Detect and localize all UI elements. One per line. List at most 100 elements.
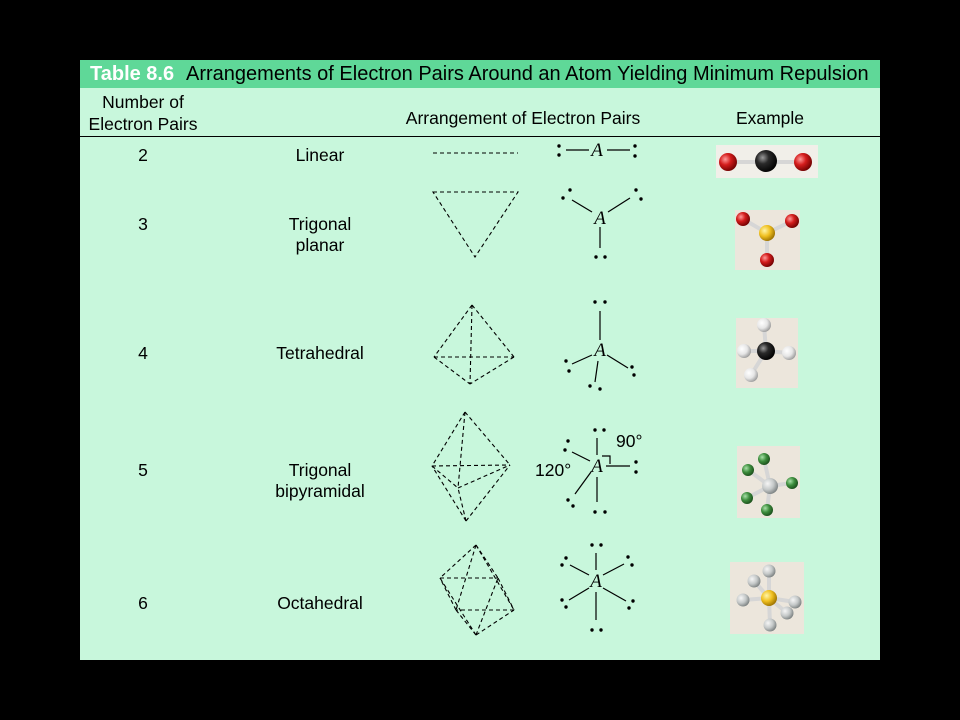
- header-example: Example: [735, 108, 805, 128]
- dashed-edge: [464, 411, 511, 466]
- lone-pair-dot: [603, 255, 607, 259]
- dashed-edge: [475, 609, 515, 636]
- dashed-edge: [433, 356, 471, 385]
- row-name: Trigonal: [288, 460, 352, 480]
- bond-line: [574, 471, 592, 495]
- trigonal-planar-arrangement-diagram: [431, 191, 520, 259]
- row-count: 6: [138, 593, 148, 613]
- dashed-edge: [457, 464, 511, 489]
- lone-pair-dot: [560, 598, 564, 602]
- dashed-edge: [475, 544, 499, 579]
- model-atom-grey: [788, 595, 802, 609]
- trigonal-planar-model-icon: [735, 210, 800, 270]
- model-atom-grey: [763, 618, 777, 632]
- header-arrangement: Arrangement of Electron Pairs: [405, 108, 641, 128]
- lone-pair-dot: [588, 384, 592, 388]
- model-atom-grey: [762, 478, 778, 494]
- dashed-edge: [457, 411, 466, 489]
- header-count-line-2: Electron Pairs: [88, 114, 198, 134]
- linear-model-icon: [716, 145, 818, 178]
- table-number: Table 8.6: [90, 63, 175, 85]
- trigonal-bipyramidal-arrangement-diagram: [431, 411, 511, 522]
- model-atom-green: [786, 477, 798, 489]
- lone-pair-dot: [603, 300, 607, 304]
- trigonal-bipyramidal-lewis-diagram: A 90° 120°: [535, 428, 642, 514]
- dashed-edge: [439, 544, 477, 579]
- model-atom-green: [758, 453, 770, 465]
- row-name: planar: [295, 235, 345, 255]
- lone-pair-dot: [599, 628, 603, 632]
- dashed-edge: [431, 464, 511, 467]
- bond-line: [594, 360, 599, 383]
- lone-pair-dot: [590, 628, 594, 632]
- dashed-edge: [439, 577, 457, 611]
- bond-line: [568, 587, 590, 601]
- model-atom-red: [785, 214, 799, 228]
- model-atom-yellow: [759, 225, 775, 241]
- central-atom-label: A: [592, 340, 606, 361]
- model-atom-black: [755, 150, 777, 172]
- lone-pair-dot: [563, 448, 567, 452]
- lone-pair-dot: [631, 599, 635, 603]
- row-count: 2: [138, 145, 148, 165]
- bond-line: [602, 563, 625, 576]
- model-atom-red: [794, 153, 812, 171]
- linear-lewis-diagram: A: [557, 140, 637, 161]
- lone-pair-dot: [561, 196, 565, 200]
- lone-pair-dot: [593, 510, 597, 514]
- right-angle-marker: [602, 455, 611, 464]
- lone-pair-dot: [603, 510, 607, 514]
- model-atom-grey: [780, 606, 794, 620]
- lone-pair-dot: [571, 504, 575, 508]
- lone-pair-dot: [633, 144, 637, 148]
- model-atom-red: [719, 153, 737, 171]
- row-count: 3: [138, 214, 148, 234]
- trigonal-bipyramidal-model-icon: [737, 446, 800, 518]
- lone-pair-dot: [560, 563, 564, 567]
- bond-line: [571, 199, 593, 213]
- dashed-edge: [475, 577, 499, 636]
- bond-line: [569, 564, 590, 576]
- lone-pair-dot: [567, 369, 571, 373]
- model-atom-red: [736, 212, 750, 226]
- model-atom-green: [761, 504, 773, 516]
- lone-pair-dot: [593, 428, 597, 432]
- central-atom-label: A: [589, 456, 603, 477]
- table-title: Arrangements of Electron Pairs Around an…: [186, 63, 869, 85]
- lone-pair-dot: [599, 543, 603, 547]
- row-name: Linear: [295, 145, 345, 165]
- model-atom-black: [757, 342, 775, 360]
- row-name: bipyramidal: [275, 481, 365, 501]
- dashed-edge: [439, 577, 477, 636]
- row-count: 4: [138, 343, 148, 363]
- lone-pair-dot: [634, 470, 638, 474]
- lone-pair-dot: [626, 555, 630, 559]
- lone-pair-dot: [594, 255, 598, 259]
- dashed-edge: [475, 544, 515, 611]
- lone-pair-dot: [598, 387, 602, 391]
- central-atom-label: A: [588, 571, 602, 592]
- central-atom-label: A: [592, 208, 606, 229]
- lone-pair-dot: [634, 460, 638, 464]
- tetrahedral-arrangement-diagram: [433, 304, 515, 385]
- octahedral-model-icon: [730, 562, 804, 634]
- dashed-edge: [431, 465, 459, 489]
- lone-pair-dot: [602, 428, 606, 432]
- bond-line: [571, 354, 593, 365]
- header-divider: [80, 136, 880, 137]
- dashed-edge: [469, 356, 515, 385]
- octahedral-arrangement-diagram: [439, 544, 515, 636]
- lone-pair-dot: [634, 188, 638, 192]
- model-atom-grey: [736, 593, 750, 607]
- dashed-edge: [465, 464, 511, 522]
- trigonal-planar-lewis-diagram: A: [561, 188, 643, 259]
- table-8-6: Table 8.6 Arrangements of Electron Pairs…: [80, 60, 880, 660]
- diagram-layer: A A: [431, 140, 818, 636]
- row-count: 5: [138, 460, 148, 480]
- lone-pair-dot: [557, 144, 561, 148]
- lone-pair-dot: [627, 606, 631, 610]
- dashed-edge: [455, 544, 477, 611]
- lone-pair-dot: [639, 197, 643, 201]
- model-atom-white: [782, 346, 796, 360]
- row-name: Octahedral: [277, 593, 363, 613]
